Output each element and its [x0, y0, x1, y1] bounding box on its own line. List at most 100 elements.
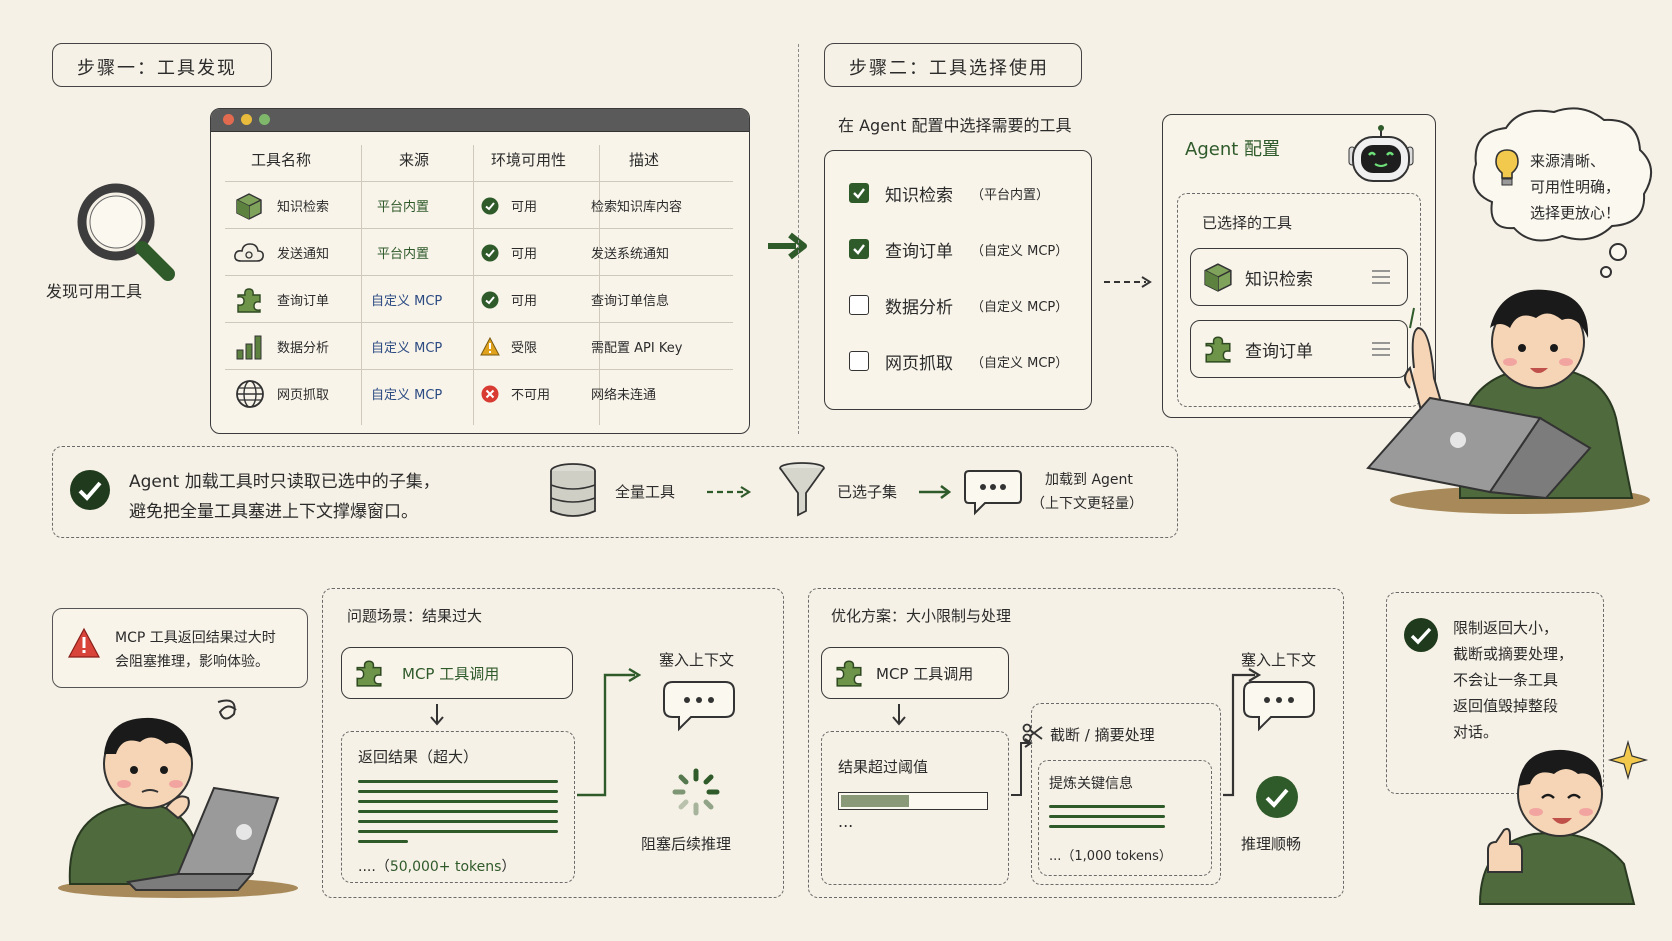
drag-handle-icon[interactable] — [1371, 269, 1391, 285]
checklist-label: 查询订单 — [885, 242, 953, 262]
extract-box: 提炼关键信息 ...（1,000 tokens） — [1038, 760, 1212, 876]
section-divider — [798, 44, 799, 434]
close-dot-icon — [223, 114, 234, 125]
right-note-line: 截断或摘要处理， — [1453, 645, 1574, 663]
checkmark-icon — [853, 244, 865, 255]
lightbulb-icon — [1495, 149, 1519, 186]
problem-panel: 问题场景：结果过大 MCP 工具调用 返回结果（超大） ....（50,000+… — [322, 588, 784, 898]
tokens-prefix: ...（ — [1049, 849, 1075, 864]
threshold-bar — [838, 792, 988, 810]
tokens-readout: ....（50,000+ tokens） — [358, 856, 515, 876]
elbow-arrow-icon — [577, 667, 642, 797]
result-data-line — [358, 800, 558, 803]
solution-title: 优化方案：大小限制与处理 — [831, 607, 1012, 625]
row-source: 自定义 MCP — [371, 294, 443, 309]
step1-title-box: 步骤一：工具发现 — [52, 43, 272, 87]
maximize-dot-icon — [259, 114, 270, 125]
col-divider — [473, 145, 474, 425]
checkbox-unchecked[interactable] — [849, 351, 869, 371]
table-row: 数据分析 自定义 MCP 受限 需配置 API Key — [225, 322, 733, 370]
checklist-label: 数据分析 — [885, 298, 953, 318]
extract-data-line — [1049, 805, 1165, 808]
thought-bubble — [1472, 107, 1652, 278]
row-status: 可用 — [511, 200, 538, 215]
checklist-tag: （自定义 MCP） — [971, 356, 1069, 371]
checkmark-icon — [853, 188, 865, 199]
funnel-icon — [779, 462, 825, 517]
table-body: 知识检索 平台内置 可用 检索知识库内容 发送通知 平台内置 可用 发送系统通知… — [225, 181, 733, 421]
step2-title-box: 步骤二：工具选择使用 — [824, 43, 1082, 87]
database-icon — [550, 463, 596, 517]
chat-bubble-icon — [964, 470, 1022, 516]
agent-config-title: Agent 配置 — [1185, 139, 1281, 160]
tokens-suffix: ） — [1158, 849, 1172, 864]
header-name: 工具名称 — [251, 150, 312, 169]
right-note: 限制返回大小， 截断或摘要处理， 不会让一条工具 返回值毁掉整段 对话。 — [1386, 592, 1604, 794]
tokens-suffix: ） — [501, 859, 516, 875]
smooth-label: 推理顺畅 — [1241, 835, 1302, 853]
subset-note-banner: Agent 加载工具时只读取已选中的子集， 避免把全量工具塞进上下文撑爆窗口。 … — [52, 446, 1178, 538]
character-confused-illustration — [58, 699, 298, 898]
checkbox-unchecked[interactable] — [849, 295, 869, 315]
puzzle-icon — [356, 660, 382, 687]
selected-tool-item[interactable]: 查询订单 — [1190, 320, 1408, 378]
tokens-readout: ...（1,000 tokens） — [1049, 845, 1172, 864]
cube-icon — [1204, 263, 1232, 292]
result-data-line — [358, 820, 558, 823]
puzzle-icon — [237, 288, 261, 313]
row-desc: 查询订单信息 — [591, 294, 670, 309]
check-circle-icon — [481, 244, 499, 262]
checklist-tag: （自定义 MCP） — [971, 244, 1069, 259]
step1-title: 步骤一：工具发现 — [77, 58, 237, 79]
row-status: 可用 — [511, 247, 538, 262]
tokens-prefix: ....（ — [358, 859, 390, 875]
row-status: 可用 — [511, 294, 538, 309]
bracket-arrow-icon — [1011, 738, 1033, 796]
agent-config-panel: Agent 配置 已选择的工具 知识检索 查询订单 — [1162, 114, 1436, 418]
tool-table-window: 工具名称 来源 环境可用性 描述 知识检索 平台内置 可用 检索知识库内容 发送… — [210, 108, 750, 434]
check-circle-icon — [70, 470, 110, 510]
problem-title: 问题场景：结果过大 — [347, 607, 483, 625]
right-note-line: 不会让一条工具 — [1453, 671, 1559, 689]
result-data-line — [358, 790, 558, 793]
context-label: 塞入上下文 — [1241, 651, 1317, 669]
magnifier-icon — [77, 183, 175, 281]
error-circle-icon — [481, 385, 499, 403]
speech-line: 来源清晰、 — [1530, 152, 1606, 170]
drag-handle-icon[interactable] — [1371, 341, 1391, 357]
table-row: 知识检索 平台内置 可用 检索知识库内容 — [225, 181, 733, 229]
exceed-label: 结果超过阈值 — [838, 758, 929, 776]
warning-note: MCP 工具返回结果过大时 会阻塞推理，影响体验。 — [52, 608, 308, 688]
row-name: 查询订单 — [277, 294, 330, 309]
cloud-icon — [234, 243, 264, 262]
checkbox-checked[interactable] — [849, 183, 869, 203]
tool-checklist: 知识检索 （平台内置） 查询订单 （自定义 MCP） 数据分析 （自定义 MCP… — [824, 150, 1092, 410]
dashed-arrow-icon — [707, 486, 752, 498]
checkbox-checked[interactable] — [849, 239, 869, 259]
dashed-arrow-icon — [1104, 276, 1152, 288]
table-header: 工具名称 来源 环境可用性 描述 — [225, 139, 733, 179]
elbow-arrow-icon — [1223, 668, 1262, 797]
globe-icon — [236, 380, 264, 408]
table-row: 网页抓取 自定义 MCP 不可用 网络未连通 — [225, 369, 733, 417]
row-status: 受限 — [511, 341, 538, 356]
checklist-label: 知识检索 — [885, 186, 953, 206]
large-result-box: 返回结果（超大） ....（50,000+ tokens） — [341, 731, 575, 883]
solution-panel: 优化方案：大小限制与处理 MCP 工具调用 结果超过阈值 ... 截断 / 摘要… — [808, 588, 1344, 898]
selected-tool-item[interactable]: 知识检索 — [1190, 248, 1408, 306]
table-row: 查询订单 自定义 MCP 可用 查询订单信息 — [225, 275, 733, 323]
row-name: 数据分析 — [277, 341, 330, 356]
checklist-tag: （平台内置） — [971, 188, 1050, 203]
result-data-line — [358, 780, 558, 783]
row-desc: 需配置 API Key — [591, 341, 683, 356]
selected-tools-box: 已选择的工具 知识检索 查询订单 — [1177, 193, 1421, 407]
tokens-value: 50,000+ tokens — [389, 859, 502, 875]
robot-icon — [1348, 125, 1414, 182]
puzzle-icon — [836, 660, 862, 687]
selected-tools-title: 已选择的工具 — [1202, 214, 1293, 232]
character-pointing-illustration — [1366, 289, 1650, 514]
selected-tool-label: 查询订单 — [1245, 342, 1313, 362]
result-data-line — [358, 840, 408, 843]
row-name: 发送通知 — [277, 247, 330, 262]
tokens-value: 1,000 tokens — [1074, 849, 1159, 864]
